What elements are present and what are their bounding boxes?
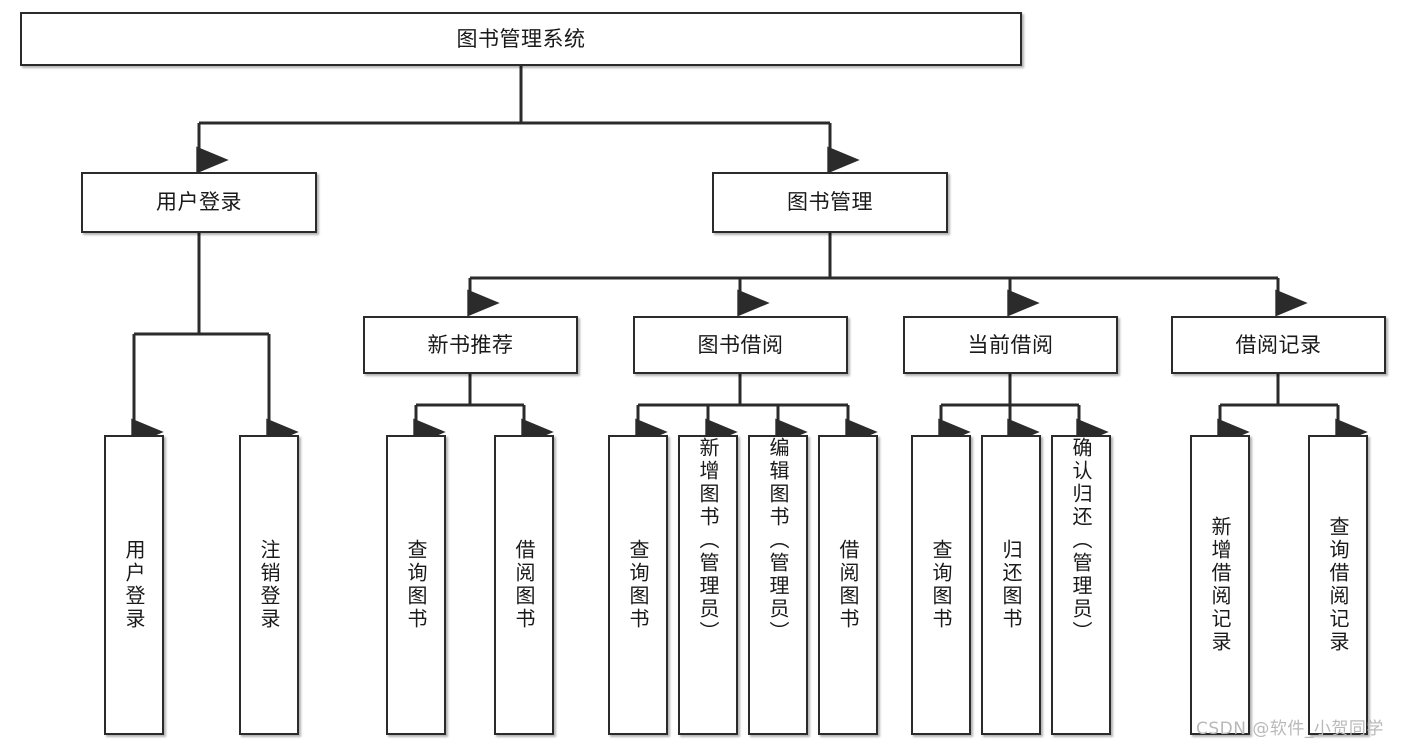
node-leaf-user-login[interactable]: 用户登录	[104, 435, 164, 735]
node-label: 用户登录	[122, 539, 146, 631]
node-leaf-edit-book[interactable]: 编辑图书（管理员）	[748, 435, 808, 735]
node-label: 新增借阅记录	[1208, 516, 1232, 654]
node-label: 编辑图书（管理员）	[766, 437, 790, 644]
node-label: 图书借阅	[697, 332, 784, 357]
node-leaf-logout-login[interactable]: 注销登录	[239, 435, 299, 735]
node-leaf-query-book-2[interactable]: 查询图书	[608, 435, 668, 735]
node-book-management[interactable]: 图书管理	[712, 172, 948, 233]
node-book-borrow[interactable]: 图书借阅	[633, 316, 848, 374]
node-leaf-confirm-return[interactable]: 确认归还（管理员）	[1051, 435, 1111, 735]
node-root-system[interactable]: 图书管理系统	[20, 12, 1022, 66]
node-leaf-query-book-1[interactable]: 查询图书	[386, 435, 446, 735]
node-label: 当前借阅	[967, 332, 1054, 357]
node-label: 图书管理系统	[456, 26, 586, 51]
node-user-login[interactable]: 用户登录	[81, 172, 317, 233]
node-leaf-add-book[interactable]: 新增图书（管理员）	[678, 435, 738, 735]
node-label: 注销登录	[257, 539, 281, 631]
node-leaf-query-record[interactable]: 查询借阅记录	[1308, 435, 1368, 735]
node-label: 查询借阅记录	[1326, 516, 1350, 654]
node-label: 借阅图书	[836, 539, 860, 631]
node-leaf-add-record[interactable]: 新增借阅记录	[1190, 435, 1250, 735]
node-label: 查询图书	[404, 539, 428, 631]
node-label: 用户登录	[156, 190, 242, 215]
node-label: 查询图书	[929, 539, 953, 631]
node-label: 查询图书	[626, 539, 650, 631]
node-leaf-borrow-book-1[interactable]: 借阅图书	[494, 435, 554, 735]
node-label: 归还图书	[999, 539, 1023, 631]
node-current-borrow[interactable]: 当前借阅	[903, 316, 1118, 374]
node-label: 借阅记录	[1235, 332, 1322, 357]
node-borrow-record[interactable]: 借阅记录	[1171, 316, 1386, 374]
node-label: 确认归还（管理员）	[1069, 437, 1093, 644]
node-leaf-query-book-3[interactable]: 查询图书	[911, 435, 971, 735]
node-leaf-return-book[interactable]: 归还图书	[981, 435, 1041, 735]
node-leaf-borrow-book-2[interactable]: 借阅图书	[818, 435, 878, 735]
node-new-book-recommend[interactable]: 新书推荐	[363, 316, 578, 374]
node-label: 借阅图书	[512, 539, 536, 631]
node-label: 图书管理	[787, 190, 873, 215]
node-label: 新增图书（管理员）	[696, 437, 720, 644]
node-label: 新书推荐	[427, 332, 514, 357]
